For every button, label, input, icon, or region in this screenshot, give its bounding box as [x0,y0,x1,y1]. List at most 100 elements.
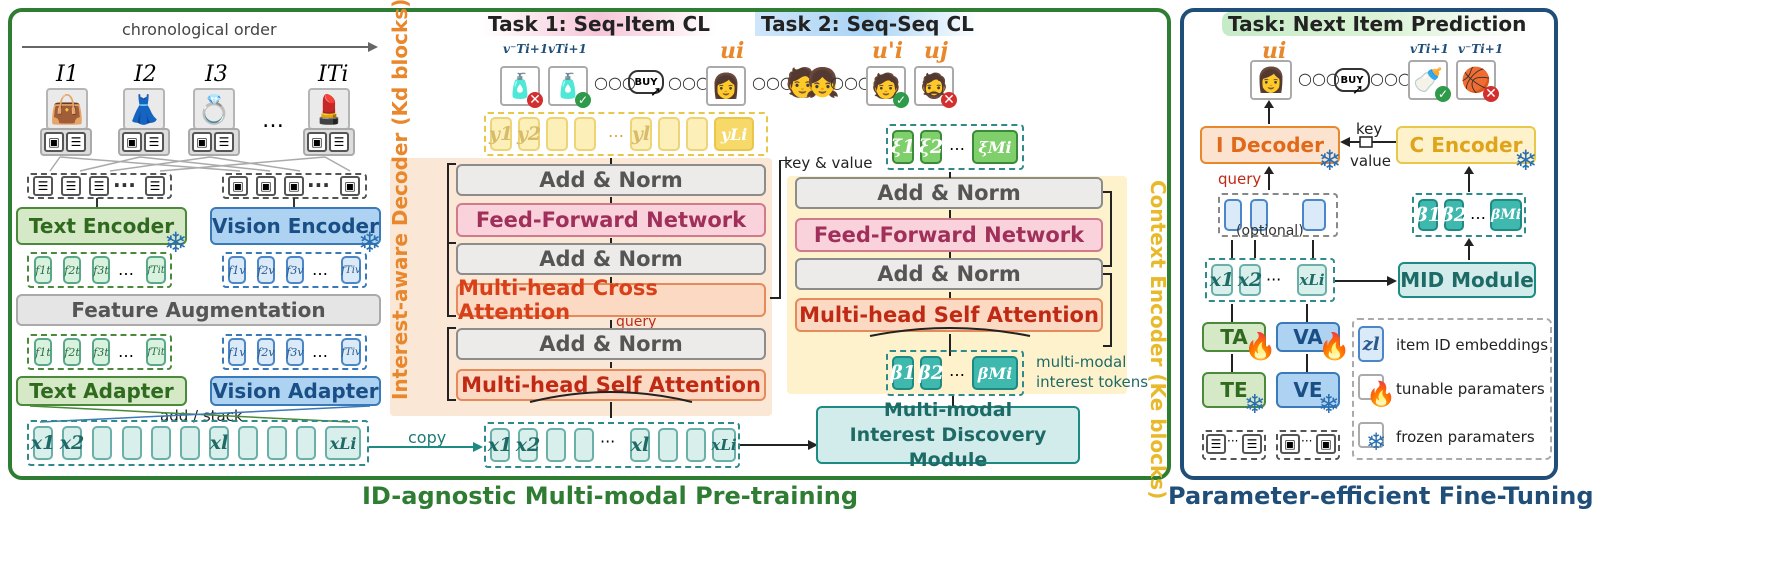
lipstick-icon: 💄 [308,88,350,130]
ellipsis: … [118,342,134,361]
beta-token: βMi [972,356,1018,390]
cross-badge-icon: ✕ [1483,86,1499,102]
cross-badge-icon: ✕ [527,92,543,108]
item-label-3: I3 [205,62,228,87]
i-decoder: I Decoder [1200,126,1340,164]
decoder-label: Interest-aware Decoder (Kd blocks) [388,0,412,400]
ellipsis: ··· [1227,434,1239,448]
item-label-dots: … [262,108,284,133]
ft-x-token-row [1205,258,1335,302]
neg-item-label: v⁻Ti+1 [503,42,549,56]
legend-frozen: frozen paramaters [1396,428,1535,446]
snowflake-icon: ❄ [1318,390,1340,420]
text-doc-icon: ☰ [329,132,349,152]
pos-item-label: vTi+1 [548,42,587,56]
text-doc-icon: ☰ [1206,434,1226,454]
ft-vision-encoder: VE [1276,372,1340,408]
xi-token-row [886,124,1024,170]
context-add-norm-2: Add & Norm [795,177,1103,209]
legend-frozen-box [1358,422,1384,448]
x-token [686,428,706,462]
y-token: y2 [517,117,541,151]
text-doc-icon: ☰ [61,176,81,196]
check-badge-icon: ✓ [575,92,591,108]
beta-token: βMi [1490,199,1522,231]
x-token [92,426,112,460]
ellipsis: … [118,260,134,279]
user-avatar-icon: 👧 [805,66,840,99]
fire-icon: 🔥 [1244,332,1277,362]
text-doc-icon: ☰ [33,176,53,196]
xi-token: ξ2 [919,130,943,164]
ellipsis: ○○○ [1370,69,1412,88]
pretrain-panel [8,8,1171,480]
decoder-ffn: Feed-Forward Network [456,203,766,237]
aug-text-feature-row [27,334,172,370]
ellipsis: … [312,342,328,361]
x-token [267,426,287,460]
text-feature-token: f1t [34,256,52,284]
ellipsis: ○○○ [668,73,710,92]
image-icon: ▣ [44,132,64,152]
decoder-add-norm-1: Add & Norm [456,328,766,360]
mid-module: Multi-modal Interest Discovery Module [816,399,1080,471]
y-token [658,117,680,151]
ft-decoder-up-arrow [1264,100,1274,124]
key-value-label: key & value [784,154,873,172]
context-self-attention: Multi-head Self Attention [795,298,1103,332]
ft-image-input-row [1276,430,1340,460]
aug-vision-feature-token: f3v [286,338,304,366]
y-token: yl [630,117,652,151]
vision-feature-token: f2v [257,256,275,284]
x-token: xLi [711,428,737,462]
text-doc-icon: ☰ [66,132,86,152]
snowflake-icon: ❄ [1244,390,1266,420]
ft-pos-label: vTi+1 [1410,42,1449,56]
y-token: y1 [489,117,513,151]
aug-vision-feature-token: f2v [257,338,275,366]
mid-to-beta-arrow [952,396,954,406]
ellipsis: … [949,135,965,154]
fire-icon: 🔥 [1318,332,1351,362]
ft-query-label: query [1218,170,1262,188]
task2-title: Task 2: Seq-Seq CL [755,12,980,36]
aug-text-feature-token: fTit [146,338,166,366]
y-token-row [484,112,768,156]
key-value-arrows [1340,136,1396,148]
image-icon: ▣ [1280,434,1300,454]
item-label-last: ITi [318,62,349,87]
beta-token-row [886,350,1024,396]
image-icon: ▣ [1316,434,1336,454]
x-token [122,426,142,460]
earrings-icon: 💍 [193,88,235,130]
legend-item-id: item ID embeddings [1396,336,1549,354]
beta-token: β1 [1415,199,1441,231]
doc-to-encoder-arrows [96,198,295,208]
y-token: yLi [714,117,754,151]
encoder-up-arrows [1231,354,1308,372]
user-label-uj: uj [924,38,948,64]
text-doc-icon: ☰ [144,132,164,152]
dress-icon: 👗 [123,88,165,130]
ft-buy-button-icon: BUY [1334,68,1370,92]
snowflake-icon: ❄ [1366,428,1387,456]
key-label: key [1356,120,1383,138]
x-token: xLi [325,426,361,460]
aug-text-feature-token: f1t [34,338,52,366]
x-token: x1 [488,428,512,462]
fire-icon: 🔥 [1366,380,1396,408]
image-icon: ▣ [256,176,276,196]
text-feature-token: fTit [146,256,166,284]
ft-mid-module: MID Module [1398,262,1536,298]
mid-to-beta-arrow [1464,238,1474,260]
ellipsis: ○○○ [752,73,794,92]
vision-feature-row [222,252,367,288]
x-token: xl [630,428,650,462]
snowflake-icon: ❄ [358,226,382,259]
decoder-add-norm-3: Add & Norm [456,164,766,196]
task1-title: Task 1: Seq-Item CL [482,12,716,36]
ellipsis: ··· [1301,434,1313,448]
cursor-icon: ➚ [1352,82,1364,98]
ft-user-label: ui [1262,38,1287,64]
ft-text-adapter: TA [1202,322,1266,352]
